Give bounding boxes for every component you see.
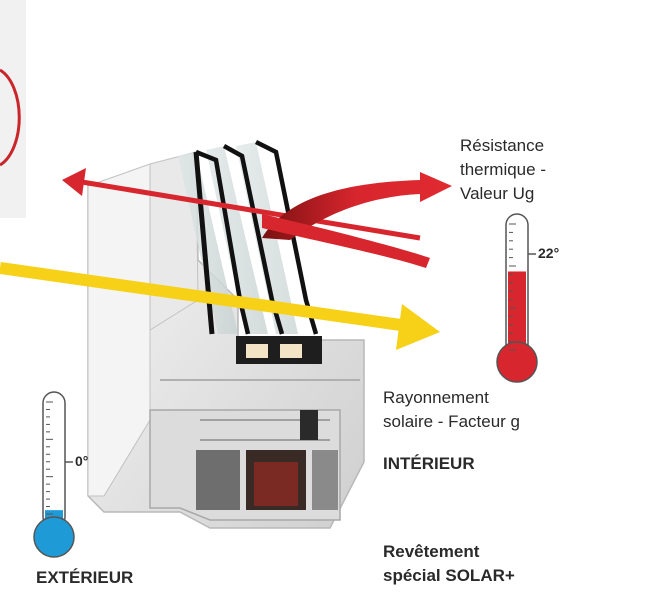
outside-temperature: 0° — [75, 453, 89, 469]
revetement-label-line1: Revêtement — [383, 542, 480, 561]
thermometer-outside — [33, 391, 75, 558]
interieur-label: INTÉRIEUR — [383, 454, 475, 473]
thermometer-inside — [496, 213, 538, 383]
rayonnement-label-line2: solaire - Facteur g — [383, 412, 520, 431]
thermal-resistance-arrow — [262, 172, 452, 268]
inside-temperature: 22° — [538, 245, 560, 261]
resistance-label-line3: Valeur Ug — [460, 184, 535, 203]
rayonnement-label-line1: Rayonnement — [383, 388, 489, 407]
background-image-corner — [0, 0, 26, 218]
heat-loss-arrow — [62, 168, 421, 241]
frame-chambers — [149, 336, 360, 521]
exterieur-label: EXTÉRIEUR — [36, 568, 134, 587]
resistance-label-line2: thermique - — [460, 160, 546, 179]
revetement-label-line2: spécial SOLAR+ — [383, 566, 515, 585]
resistance-label-line1: Résistance — [460, 136, 545, 155]
solar-radiation-arrow — [0, 262, 440, 350]
